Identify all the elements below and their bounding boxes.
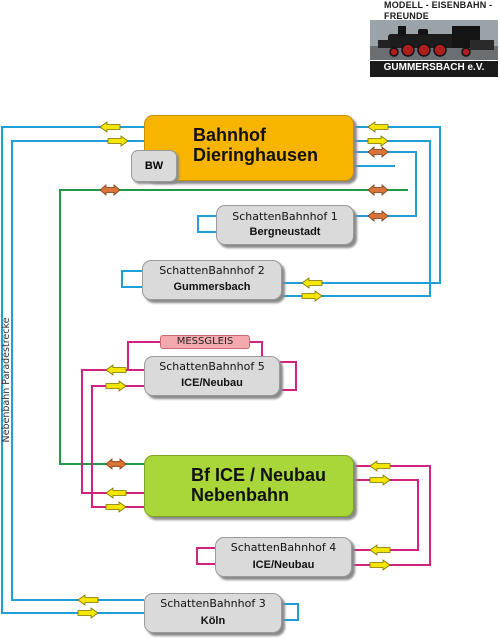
arrow-double-icon xyxy=(105,458,127,470)
arrow-left-icon xyxy=(99,121,121,133)
arrow-left-icon xyxy=(369,544,391,556)
shadow-station-3-title: SchattenBahnhof 3 xyxy=(160,597,266,610)
logo-line-2: FREUNDE xyxy=(384,11,429,21)
arrow-left-icon xyxy=(369,460,391,472)
station-dieringhausen-line2: Dieringhausen xyxy=(193,145,319,165)
arrow-left-icon xyxy=(77,594,99,606)
logo-city: GUMMERSBACH e.V. xyxy=(383,62,485,73)
shadow-station-4: SchattenBahnhof 4 ICE/Neubau xyxy=(215,537,352,577)
arrow-left-icon xyxy=(367,121,389,133)
locomotive-icon xyxy=(370,20,498,60)
arrow-left-icon xyxy=(105,487,127,499)
club-logo: MODELL - EISENBAHN - FREUNDE GUMMERSBACH… xyxy=(366,0,498,80)
arrow-left-icon xyxy=(105,364,127,376)
station-dieringhausen-line1: Bahnhof xyxy=(193,125,266,145)
shadow-station-4-name: ICE/Neubau xyxy=(252,559,315,571)
arrow-double-icon xyxy=(367,146,389,158)
arrow-double-icon xyxy=(367,184,389,196)
arrow-right-icon xyxy=(367,135,389,147)
shadow-station-1-title: SchattenBahnhof 1 xyxy=(232,210,338,223)
shadow-station-4-title: SchattenBahnhof 4 xyxy=(230,541,337,554)
shadow-station-1: SchattenBahnhof 1 Bergneustadt xyxy=(216,205,354,245)
shadow-station-3: SchattenBahnhof 3 Köln xyxy=(144,593,282,633)
arrow-left-icon xyxy=(301,277,323,289)
logo-line-1: MODELL - EISENBAHN - xyxy=(384,0,493,10)
logo-band: GUMMERSBACH e.V. xyxy=(370,61,498,77)
arrow-right-icon xyxy=(105,501,127,513)
shadow-station-3-name: Köln xyxy=(200,615,226,627)
arrow-right-icon xyxy=(107,135,129,147)
shadow-station-1-name: Bergneustadt xyxy=(249,226,321,238)
shadow-station-2: SchattenBahnhof 2 Gummersbach xyxy=(142,260,282,300)
arrow-right-icon xyxy=(105,380,127,392)
shadow-station-5-title: SchattenBahnhof 5 xyxy=(159,360,265,373)
shadow-station-2-name: Gummersbach xyxy=(173,281,251,293)
green-track-lines xyxy=(59,189,408,465)
arrow-right-icon xyxy=(77,607,99,619)
arrow-right-icon xyxy=(369,474,391,486)
shadow-station-5-name: ICE/Neubau xyxy=(181,377,243,389)
side-label-nebenbahn: Nebenbahn Paradestrecke xyxy=(1,317,12,443)
station-ice-line1: Bf ICE / Neubau xyxy=(191,465,327,485)
shadow-station-2-title: SchattenBahnhof 2 xyxy=(159,264,265,277)
messgleis-track: MESSGLEIS xyxy=(160,335,250,349)
station-dieringhausen: Bahnhof Dieringhausen xyxy=(144,115,354,181)
station-bw: BW xyxy=(131,150,177,182)
arrow-right-icon xyxy=(301,290,323,302)
arrow-double-icon xyxy=(367,210,389,222)
shadow-station-5: SchattenBahnhof 5 ICE/Neubau xyxy=(144,356,280,396)
station-ice-line2: Nebenbahn xyxy=(191,485,290,505)
arrow-double-icon xyxy=(99,184,121,196)
station-ice-neubau: Bf ICE / Neubau Nebenbahn xyxy=(144,455,354,517)
arrow-right-icon xyxy=(369,559,391,571)
